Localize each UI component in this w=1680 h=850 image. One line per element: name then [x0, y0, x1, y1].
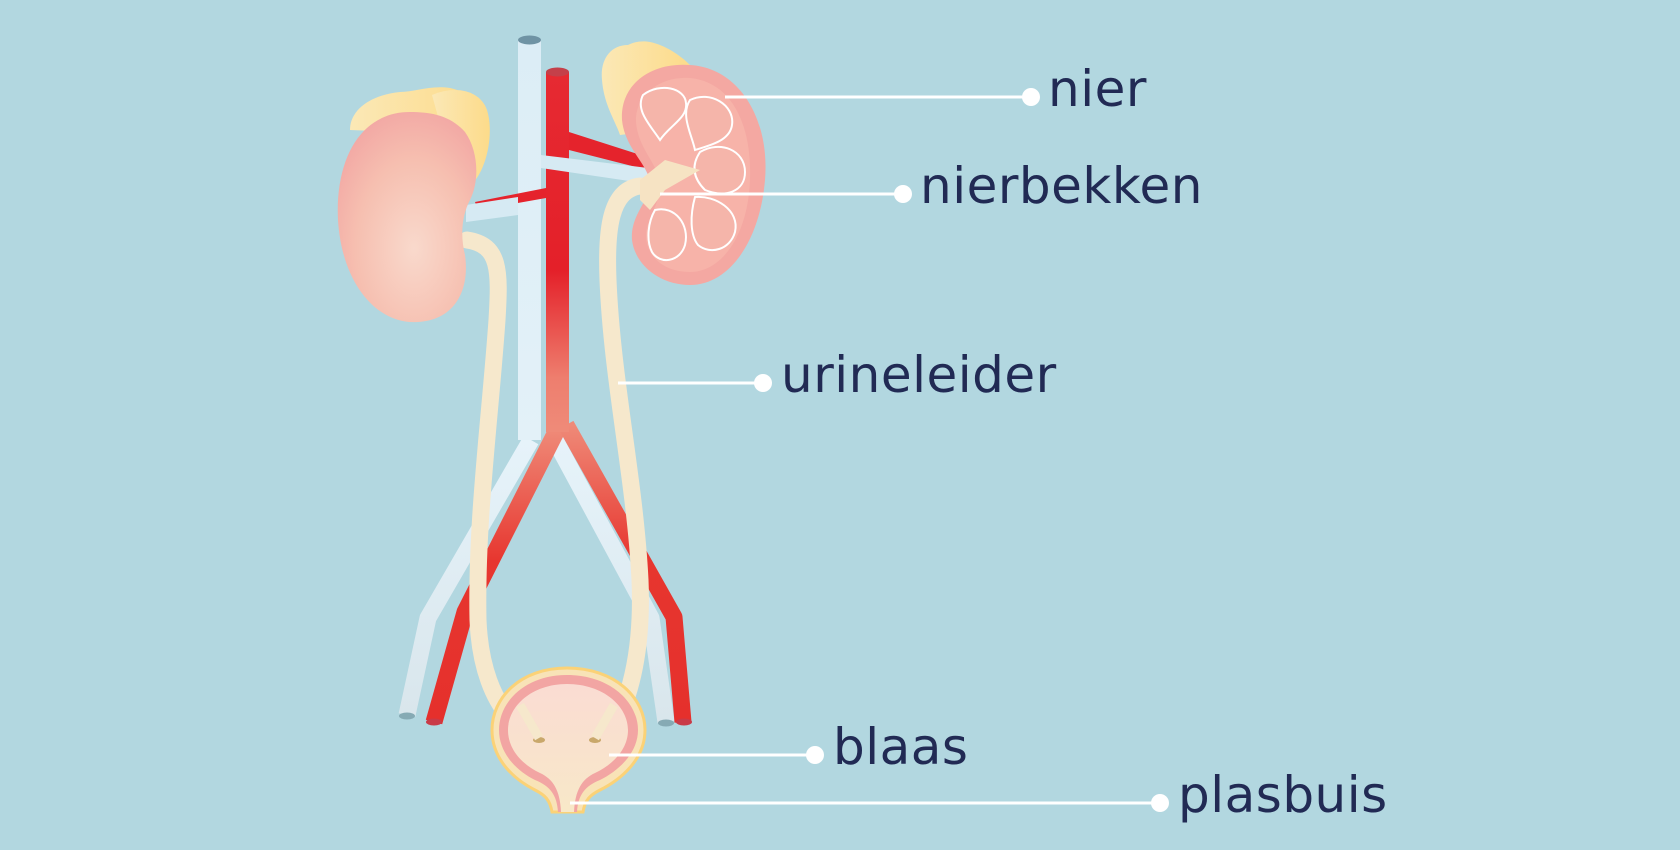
- iliac-vessels: [398, 420, 692, 727]
- vena-cava: [518, 35, 541, 440]
- label-blaas: blaas: [833, 718, 969, 776]
- aorta: [546, 67, 569, 432]
- kidney-left: [337, 87, 490, 323]
- leader-lines: [570, 88, 1169, 812]
- renal-vessels: [466, 132, 660, 222]
- bladder: [490, 666, 647, 814]
- label-urineleider: urineleider: [781, 346, 1057, 404]
- ureters: [458, 177, 649, 724]
- label-nier: nier: [1048, 60, 1147, 118]
- kidney-right-cross-section: [601, 41, 766, 285]
- label-nierbekken: nierbekken: [920, 157, 1203, 215]
- label-plasbuis: plasbuis: [1178, 766, 1388, 824]
